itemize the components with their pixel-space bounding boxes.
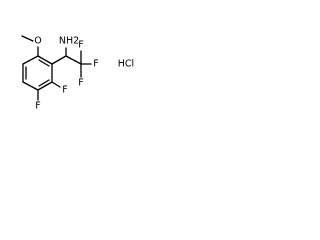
ring-bond-c4-c3 [37, 81, 53, 91]
ring-fluorine-2-label: F [62, 85, 67, 96]
ring-fluorine-3-label: F [35, 101, 40, 112]
ring-bond-c1-c6 [22, 55, 39, 65]
cf3-fluorine-top-label: F [78, 40, 83, 51]
ring-bond-c5-c4 [22, 81, 39, 91]
ring-double-bond-top [38, 59, 50, 67]
bond-oxygen-to-methyl [21, 35, 34, 42]
ring-bond-c2-c1 [37, 55, 53, 65]
hydrochloride-label: HCl [118, 59, 134, 70]
benzene-ring [22, 55, 53, 91]
bond-ring-to-fluorine-2 [51, 81, 61, 88]
methoxy-oxygen-label: O [34, 36, 41, 47]
amine-label: NH2 [59, 36, 79, 47]
cf3-fluorine-right-label: F [93, 59, 98, 70]
cf3-fluorine-bottom-label: F [78, 78, 83, 89]
ring-double-bond-bottom [38, 79, 50, 87]
bond-chiral-carbon-to-cf3 [65, 55, 82, 65]
chemical-structure: O NH2 F F F F F HCl [21, 35, 134, 112]
bond-ring-to-chiral-carbon [51, 55, 67, 65]
